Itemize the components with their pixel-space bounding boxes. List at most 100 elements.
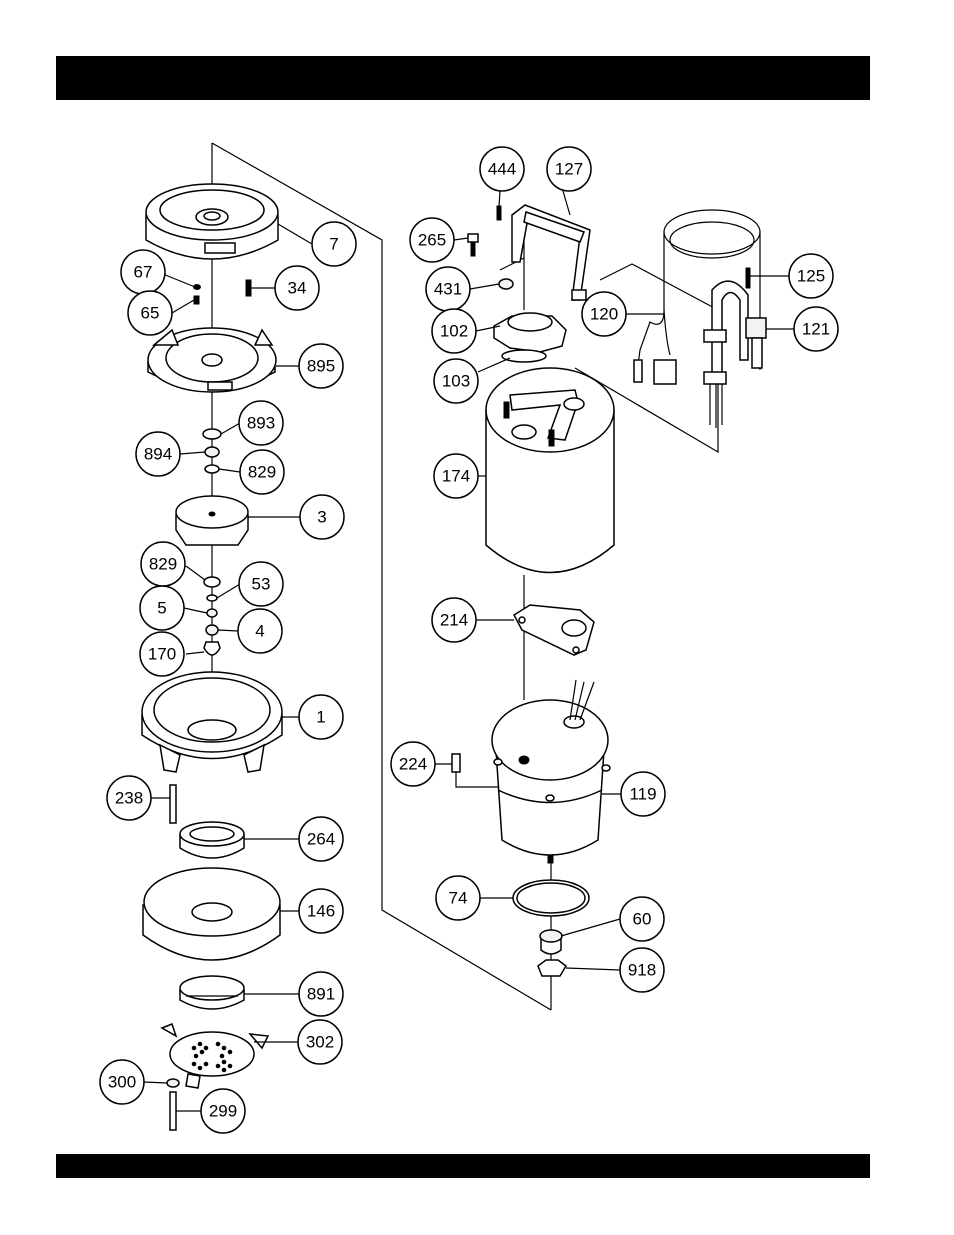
callout-444: 444 [479,146,525,192]
leader-lines [143,190,794,1112]
svg-text:74: 74 [449,889,468,908]
callout-302: 302 [297,1019,343,1065]
svg-text:224: 224 [399,755,427,774]
part-seal [539,929,563,955]
callout-1: 1 [298,694,344,740]
callout-174: 174 [433,453,479,499]
part-o-ring [512,879,590,917]
svg-text:264: 264 [307,830,335,849]
part-lock-nut [537,959,567,977]
callout-127: 127 [546,146,592,192]
svg-text:127: 127 [555,160,583,179]
part-impeller [175,495,249,546]
callout-265: 265 [409,217,455,263]
svg-text:829: 829 [149,555,177,574]
svg-text:431: 431 [434,280,462,299]
callout-895: 895 [298,343,344,389]
callout-102: 102 [431,308,477,354]
part-small-bolts-upper [193,279,252,305]
part-bracket-plate [147,327,277,393]
part-volute-case [141,671,283,773]
svg-text:65: 65 [141,304,160,323]
part-motor [491,679,611,864]
svg-text:302: 302 [306,1033,334,1052]
callout-125: 125 [788,253,834,299]
part-dowel-224 [451,753,461,773]
callout-146: 146 [298,888,344,934]
part-washers-lower [203,576,221,656]
screen-holes [191,1041,233,1073]
callout-893: 893 [238,400,284,446]
part-screen-plate [160,1023,270,1089]
callout-299: 299 [200,1088,246,1134]
svg-text:60: 60 [633,910,652,929]
callout-4: 4 [237,608,283,654]
svg-text:146: 146 [307,902,335,921]
svg-text:891: 891 [307,985,335,1004]
svg-text:300: 300 [108,1073,136,1092]
callout-170: 170 [139,631,185,677]
callout-3: 3 [299,494,345,540]
part-long-bolt [166,1078,180,1131]
part-strainer-ring [179,975,245,1010]
part-gasket-plate [513,604,595,656]
svg-text:214: 214 [440,611,468,630]
svg-text:3: 3 [317,508,326,527]
part-top-cover [145,183,279,260]
svg-text:238: 238 [115,789,143,808]
callout-60: 60 [619,896,665,942]
svg-text:895: 895 [307,357,335,376]
callout-264: 264 [298,816,344,862]
svg-text:103: 103 [442,372,470,391]
callout-7: 7 [311,221,357,267]
svg-text:119: 119 [629,785,656,804]
callout-5: 5 [139,585,185,631]
callout-238: 238 [106,775,152,821]
part-power-cable [633,209,767,428]
svg-text:5: 5 [157,599,166,618]
svg-text:894: 894 [144,445,172,464]
callout-891: 891 [298,971,344,1017]
part-washers-upper [202,428,222,474]
svg-text:444: 444 [488,160,516,179]
callout-224: 224 [390,741,436,787]
footer-bar [56,1154,870,1178]
svg-text:67: 67 [134,263,153,282]
part-discharge-fitting [493,312,567,363]
svg-text:7: 7 [329,235,338,254]
callout-53: 53 [238,561,284,607]
svg-text:918: 918 [628,961,656,980]
callout-34: 34 [274,265,320,311]
svg-text:120: 120 [590,305,618,324]
callout-103: 103 [433,358,479,404]
callout-74: 74 [435,875,481,921]
callout-119: 119 [620,771,666,817]
callout-918: 918 [619,947,665,993]
callout-829-upper: 829 [239,449,285,495]
part-lower-housing [142,867,281,961]
svg-text:53: 53 [252,575,271,594]
svg-text:4: 4 [255,622,264,641]
callout-300: 300 [99,1059,145,1105]
callout-67: 67 [120,249,166,295]
svg-text:1: 1 [316,708,325,727]
callout-894: 894 [135,431,181,477]
part-wear-ring [179,821,245,859]
callout-214: 214 [431,597,477,643]
svg-text:265: 265 [418,231,446,250]
part-motor-cover [485,367,615,574]
svg-text:170: 170 [148,645,176,664]
svg-text:102: 102 [440,322,468,341]
callout-65: 65 [127,290,173,336]
callout-121: 121 [793,306,839,352]
part-stud-238 [169,784,177,824]
svg-text:121: 121 [802,320,830,339]
part-handle [511,204,591,301]
callout-829-lower: 829 [140,541,186,587]
svg-text:893: 893 [247,414,275,433]
svg-text:125: 125 [797,267,825,286]
header-bar [56,56,870,100]
svg-text:829: 829 [248,463,276,482]
callout-431: 431 [425,266,471,312]
callout-120: 120 [581,291,627,337]
